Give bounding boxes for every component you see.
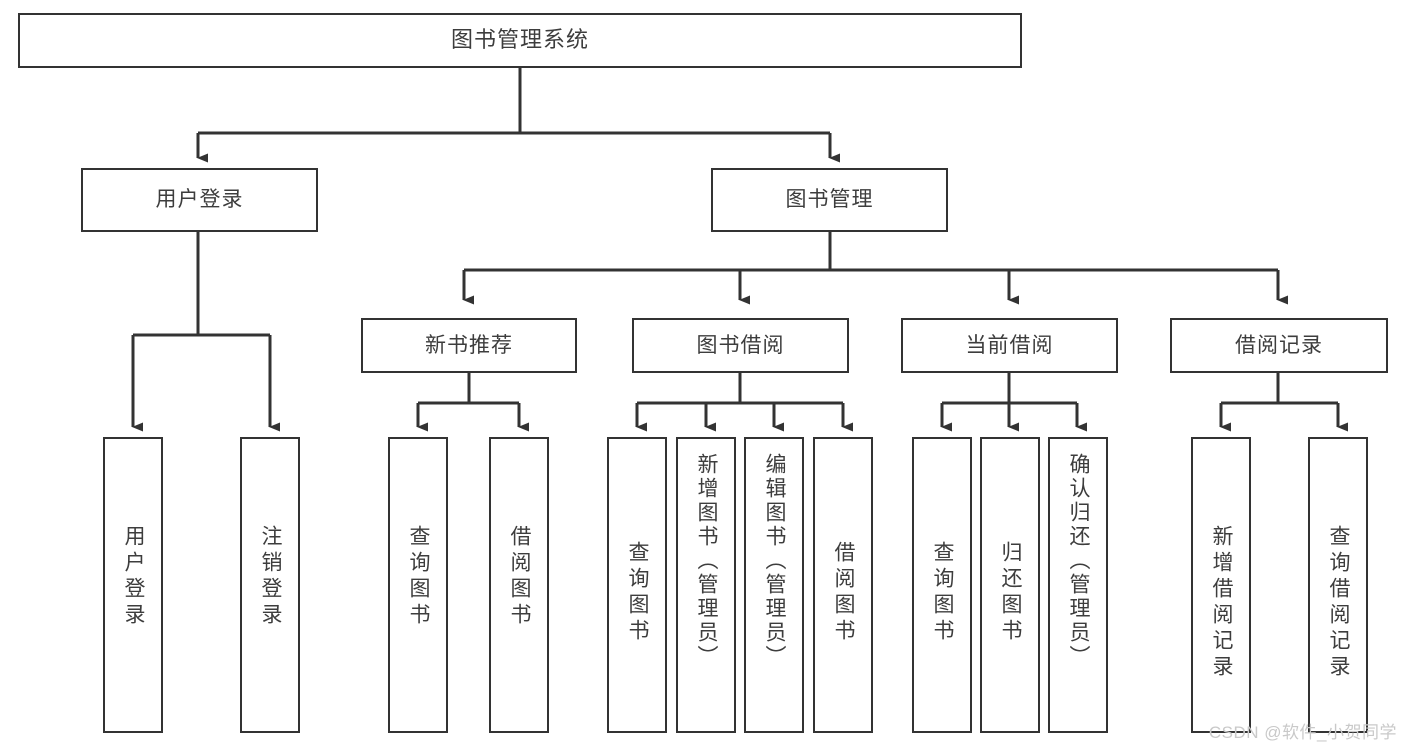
node-label: 确认归还（管理员） (1067, 453, 1091, 669)
leaf-logout[interactable]: 注销登录 (240, 437, 300, 733)
node-label: 注销登录 (259, 525, 283, 629)
leaf-confirm-return-admin[interactable]: 确认归还（管理员） (1048, 437, 1108, 733)
node-label: 新增借阅记录 (1210, 525, 1234, 681)
leaf-add-book-admin[interactable]: 新增图书（管理员） (676, 437, 736, 733)
node-label: 借阅图书 (832, 541, 856, 645)
node-label: 图书管理系统 (450, 27, 589, 53)
leaf-return-book[interactable]: 归还图书 (980, 437, 1040, 733)
leaf-query-borrow-record[interactable]: 查询借阅记录 (1308, 437, 1368, 733)
node-current-borrow[interactable]: 当前借阅 (901, 318, 1118, 373)
leaf-add-borrow-record[interactable]: 新增借阅记录 (1191, 437, 1251, 733)
node-label: 查询借阅记录 (1327, 525, 1351, 681)
leaf-query-book-current[interactable]: 查询图书 (912, 437, 972, 733)
node-label: 查询图书 (931, 541, 955, 645)
node-book-management[interactable]: 图书管理 (711, 168, 948, 232)
node-label: 借阅记录 (1235, 333, 1323, 357)
node-label: 当前借阅 (965, 333, 1054, 357)
node-label: 新增图书（管理员） (695, 453, 719, 669)
node-label: 图书借阅 (696, 333, 785, 357)
node-user-login[interactable]: 用户登录 (81, 168, 318, 232)
watermark-text: CSDN @软件_小贺同学 (1208, 723, 1397, 742)
leaf-user-login[interactable]: 用户登录 (103, 437, 163, 733)
node-label: 新书推荐 (425, 333, 513, 357)
node-label: 归还图书 (999, 541, 1023, 645)
node-label: 查询图书 (626, 541, 650, 645)
node-label: 用户登录 (155, 188, 244, 212)
node-borrow-records[interactable]: 借阅记录 (1170, 318, 1388, 373)
node-label: 用户登录 (122, 525, 146, 629)
node-label: 图书管理 (785, 188, 874, 212)
node-book-borrow[interactable]: 图书借阅 (632, 318, 849, 373)
leaf-edit-book-admin[interactable]: 编辑图书（管理员） (744, 437, 804, 733)
node-label: 查询图书 (407, 525, 431, 629)
node-label: 借阅图书 (508, 525, 532, 629)
leaf-query-book-newbook[interactable]: 查询图书 (388, 437, 448, 733)
node-new-book-recommend[interactable]: 新书推荐 (361, 318, 577, 373)
node-root-system[interactable]: 图书管理系统 (18, 13, 1022, 68)
leaf-borrow-book-newbook[interactable]: 借阅图书 (489, 437, 549, 733)
node-label: 编辑图书（管理员） (763, 453, 787, 669)
leaf-borrow-book[interactable]: 借阅图书 (813, 437, 873, 733)
leaf-query-book-borrow[interactable]: 查询图书 (607, 437, 667, 733)
